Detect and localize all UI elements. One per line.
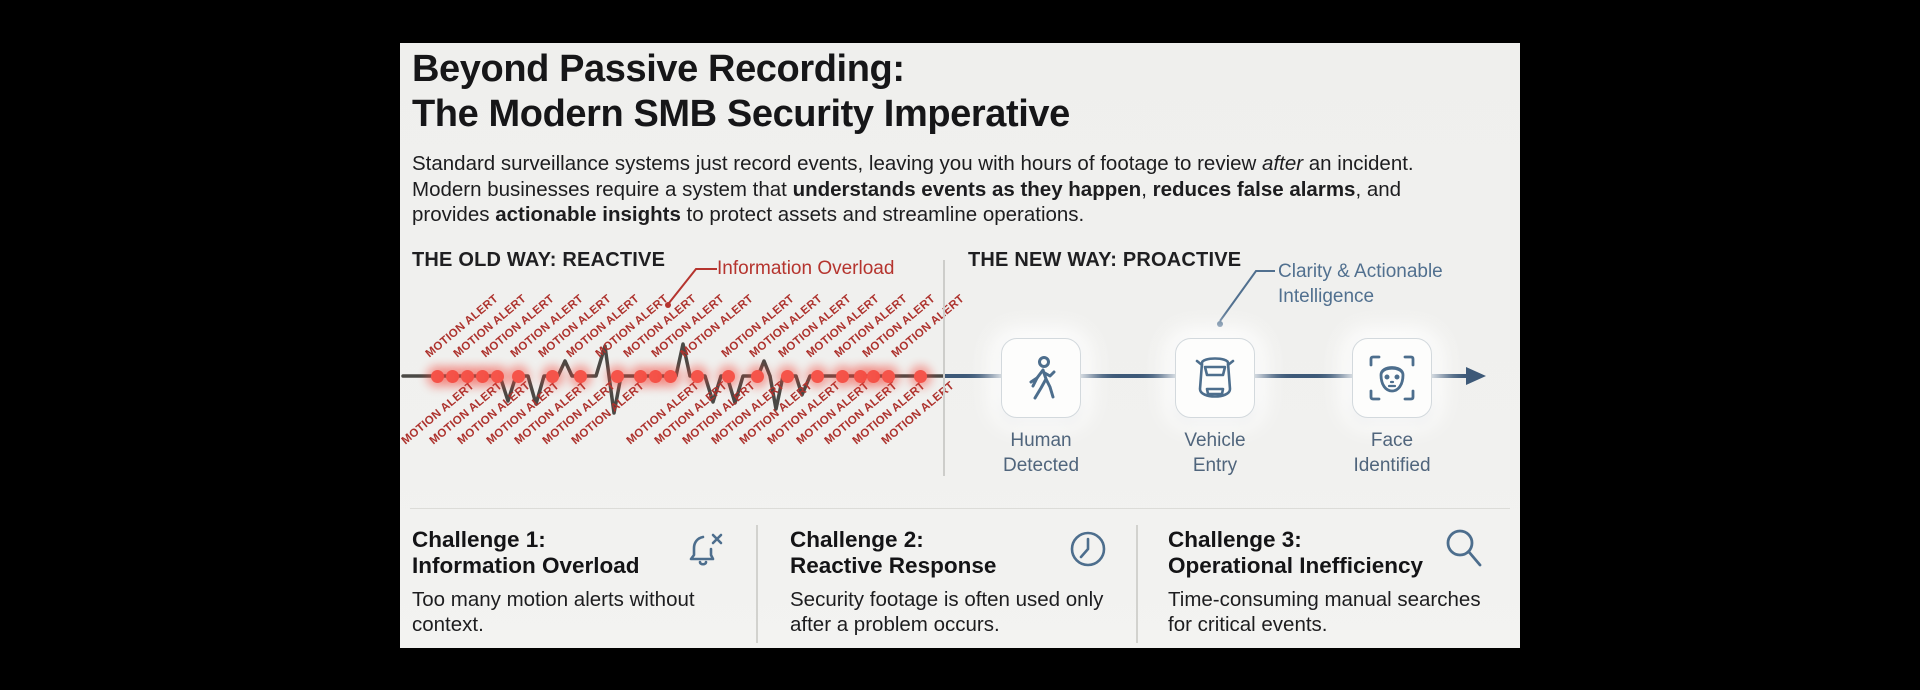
motion-alert-dot xyxy=(545,369,559,383)
face-scan-icon xyxy=(1369,355,1415,401)
face-identified-label: Face Identified xyxy=(1337,428,1447,478)
motion-alert-dot xyxy=(511,369,525,383)
challenge-3-title: Challenge 3: Operational Inefficiency xyxy=(1168,527,1440,578)
old-way-header: THE OLD WAY: REACTIVE xyxy=(412,249,666,271)
clarity-annotation-line-1: Clarity & Actionable xyxy=(1278,261,1443,282)
title-line-1: Beyond Passive Recording: xyxy=(412,48,905,90)
challenge-2-body: Security footage is often used only afte… xyxy=(790,587,1124,637)
challenge-divider-1 xyxy=(756,525,758,643)
clarity-pointer xyxy=(1219,270,1275,322)
motion-alert-dot xyxy=(690,369,704,383)
clarity-pointer-tip xyxy=(1217,321,1223,327)
vehicle-entry-label: Vehicle Entry xyxy=(1160,428,1270,478)
challenge-2-title: Challenge 2: Reactive Response xyxy=(790,527,1062,578)
intro-segment: understands events as they happen xyxy=(792,177,1142,201)
motion-alert-dot xyxy=(430,369,444,383)
challenge-divider-2 xyxy=(1136,525,1138,643)
challenge-title-line: Challenge 3: xyxy=(1168,527,1302,552)
motion-alert-dot xyxy=(750,369,764,383)
challenge-body-line: context. xyxy=(412,613,484,636)
vehicle-entry-box xyxy=(1175,338,1255,418)
face-identified-box xyxy=(1352,338,1432,418)
intro-segment: actionable insights xyxy=(495,203,681,226)
challenge-1-body: Too many motion alerts without context. xyxy=(412,587,744,637)
challenge-title-line: Information Overload xyxy=(412,552,640,578)
motion-alert-dot xyxy=(810,369,824,383)
challenge-title-line: Challenge 2: xyxy=(790,527,924,552)
event-label-line: Face xyxy=(1370,430,1414,451)
challenge-body-line: for critical events. xyxy=(1168,613,1328,636)
intro-segment: , xyxy=(1141,177,1153,201)
intro-segment: to protect assets and streamline operati… xyxy=(680,203,1085,226)
challenge-2: Challenge 2: Reactive Response Security … xyxy=(790,527,1124,637)
motion-alert-dot xyxy=(573,369,587,383)
challenge-body-line: Time-consuming manual searches xyxy=(1168,588,1481,611)
motion-alert-dot xyxy=(835,369,849,383)
title-line-2: The Modern SMB Security Imperative xyxy=(412,93,1070,135)
walking-person-icon xyxy=(1029,356,1056,400)
challenge-1: Challenge 1: Information Overload Too ma… xyxy=(412,527,744,637)
intro-segment: after xyxy=(1262,152,1304,175)
motion-alert-dot xyxy=(663,369,677,383)
event-label-line: Human xyxy=(1010,430,1072,451)
event-label-line: Identified xyxy=(1353,455,1431,476)
infographic-card: Beyond Passive Recording: The Modern SMB… xyxy=(400,43,1520,648)
intro-segment: Modern businesses require a system that xyxy=(412,177,793,201)
event-label-line: Vehicle xyxy=(1184,430,1246,451)
motion-alert-dot xyxy=(780,369,794,383)
motion-alert-dot xyxy=(475,369,489,383)
challenge-body-line: after a problem occurs. xyxy=(790,613,1000,636)
challenge-title-line: Reactive Response xyxy=(790,552,997,578)
challenges-top-divider xyxy=(410,508,1510,509)
intro-line: provides actionable insights to protect … xyxy=(412,202,1414,228)
challenge-3-body: Time-consuming manual searches for criti… xyxy=(1168,587,1500,637)
page-title: Beyond Passive Recording: The Modern SMB… xyxy=(412,47,1070,137)
intro-segment: provides xyxy=(412,203,496,226)
car-top-icon xyxy=(1195,357,1235,398)
motion-alert-dot xyxy=(853,369,867,383)
information-overload-annotation: Information Overload xyxy=(717,258,895,279)
challenge-3: Challenge 3: Operational Inefficiency Ti… xyxy=(1168,527,1500,637)
motion-alert-dot xyxy=(881,369,895,383)
challenge-1-title: Challenge 1: Information Overload xyxy=(412,527,684,578)
bell-off-icon xyxy=(686,529,728,571)
intro-line: Modern businesses require a system that … xyxy=(412,177,1414,203)
motion-alert-dot xyxy=(721,369,735,383)
human-detected-label: Human Detected xyxy=(986,428,1096,478)
event-label-line: Detected xyxy=(1002,455,1080,476)
old-new-divider xyxy=(943,260,945,476)
intro-segment: , and xyxy=(1355,177,1402,201)
challenge-body-line: Security footage is often used only xyxy=(790,588,1104,611)
intro-segment: reduces false alarms xyxy=(1152,177,1356,201)
clarity-annotation: Clarity & Actionable Intelligence xyxy=(1278,259,1443,309)
timeline-arrowhead xyxy=(1466,367,1486,385)
challenge-title-line: Challenge 1: xyxy=(412,527,546,552)
new-way-header: THE NEW WAY: PROACTIVE xyxy=(968,249,1242,271)
clock-icon xyxy=(1068,529,1108,569)
clarity-annotation-line-2: Intelligence xyxy=(1278,286,1375,307)
search-icon xyxy=(1442,527,1486,571)
motion-alert-dot xyxy=(445,369,459,383)
intro-line: Standard surveillance systems just recor… xyxy=(412,151,1414,177)
challenge-title-line: Operational Inefficiency xyxy=(1168,552,1424,578)
challenge-body-line: Too many motion alerts without xyxy=(412,588,695,611)
motion-alert-dot xyxy=(866,369,880,383)
motion-alert-dot xyxy=(460,369,474,383)
motion-alert-dot xyxy=(648,369,662,383)
human-detected-box xyxy=(1001,338,1081,418)
event-label-line: Entry xyxy=(1192,455,1238,476)
intro-segment: Standard surveillance systems just recor… xyxy=(412,152,1263,175)
motion-alert-dot xyxy=(633,369,647,383)
intro-paragraph: Standard surveillance systems just recor… xyxy=(412,151,1414,228)
motion-alert-dot xyxy=(490,369,504,383)
motion-alert-dot xyxy=(913,369,927,383)
intro-segment: an incident. xyxy=(1303,152,1414,175)
motion-alert-dot xyxy=(610,369,624,383)
